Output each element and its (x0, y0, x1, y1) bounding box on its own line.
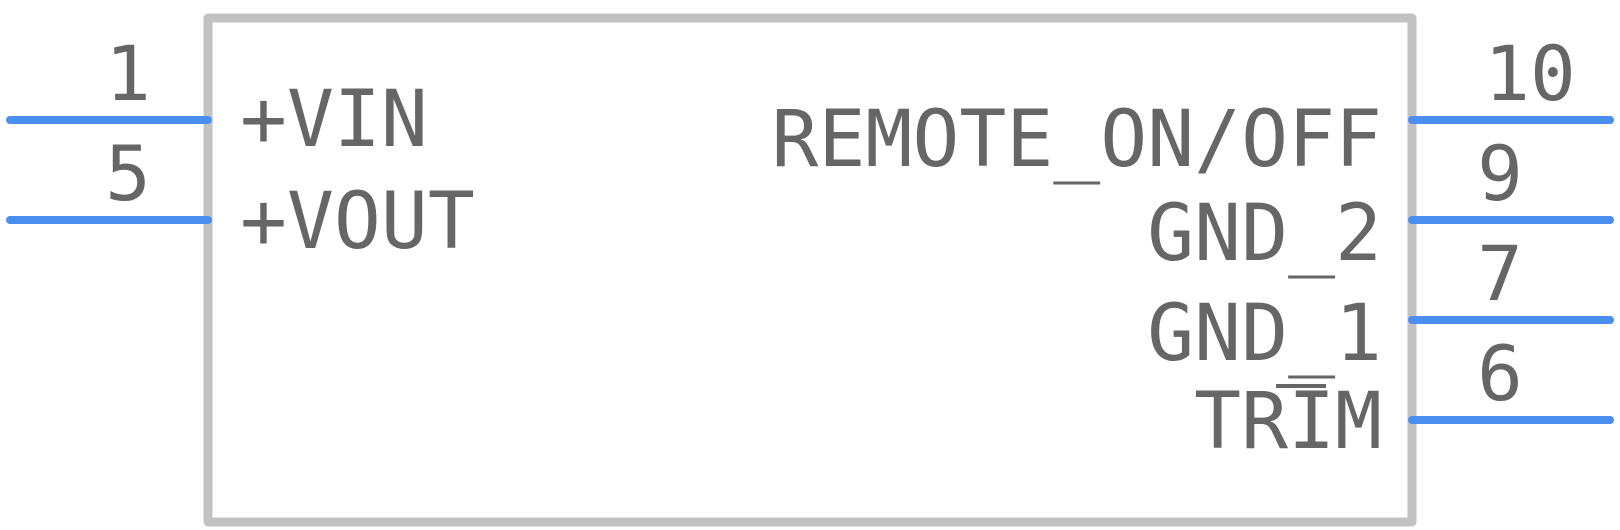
pin-number-9: 9 (1477, 129, 1523, 218)
pin-name-vout: +VOUT (240, 177, 475, 267)
pin-number-5: 5 (105, 129, 151, 218)
pin-name-trim: TRIM (1194, 377, 1382, 467)
pin-number-7: 7 (1477, 229, 1523, 318)
pin-number-10: 10 (1484, 29, 1576, 118)
pin-name-remote-on-off: REMOTE_ON/OFF (772, 95, 1382, 185)
pin-name-vin: +VIN (240, 75, 428, 165)
pin-number-6: 6 (1477, 329, 1523, 418)
component-body (203, 13, 1417, 527)
pin-number-1: 1 (105, 29, 151, 118)
pin-name-gnd-2: GND_2 (1147, 189, 1382, 279)
pin-name-gnd-1: GND_1 (1147, 289, 1382, 379)
